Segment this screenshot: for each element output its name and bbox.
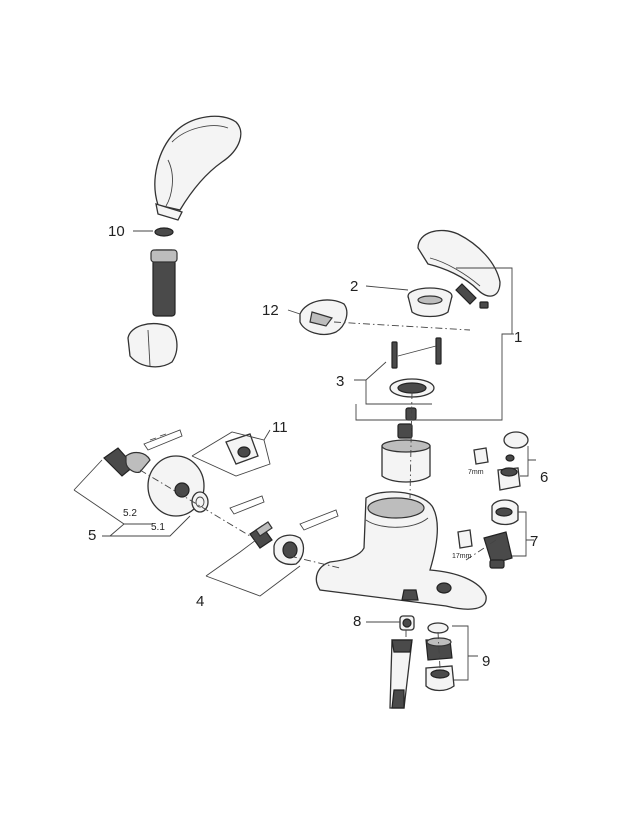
hose-holder: [127, 323, 178, 368]
connection-elbow: [103, 447, 151, 477]
leader-lines: [73, 230, 536, 681]
assembly-axes: [139, 321, 497, 669]
mixer-body: [315, 491, 487, 610]
button-6: [497, 431, 529, 491]
eccentric-4: [249, 521, 273, 549]
label-5: 5: [88, 527, 96, 544]
aerator-8: [399, 615, 415, 631]
tool-17mm: [457, 529, 473, 549]
cap-12: [299, 299, 348, 336]
label-7mm: 7mm: [468, 469, 484, 476]
screws-3: [391, 337, 442, 369]
label-8: 8: [353, 613, 361, 630]
retaining-ring: [389, 378, 435, 421]
shower-hose: [150, 249, 178, 317]
label-5-2: 5.2: [123, 508, 137, 519]
nut-5: [191, 491, 209, 513]
label-10: 10: [108, 223, 125, 240]
adapter-11: [225, 433, 259, 465]
label-12: 12: [262, 302, 279, 319]
cover-cap-2: [407, 287, 453, 318]
label-1: 1: [514, 329, 522, 346]
hand-shower: [154, 115, 242, 221]
cartridge: [381, 423, 431, 483]
label-3: 3: [336, 373, 344, 390]
label-4: 4: [196, 593, 204, 610]
label-7: 7: [530, 533, 538, 550]
label-9: 9: [482, 653, 490, 670]
valve-7: [483, 499, 519, 569]
diverter-9: [425, 622, 455, 692]
tool-symbol-5: [143, 429, 183, 451]
label-11: 11: [272, 419, 288, 436]
lever-handle: [417, 229, 501, 309]
nut-4: [273, 534, 305, 566]
label-2: 2: [350, 278, 358, 295]
tool-symbols-4: [229, 495, 339, 531]
label-17mm: 17mm: [452, 553, 472, 560]
label-6: 6: [540, 469, 548, 486]
wall-rosette-5-1: [147, 455, 205, 517]
washer-10: [154, 227, 174, 237]
label-5-1: 5.1: [151, 522, 165, 533]
tool-7mm: [473, 447, 489, 465]
spout-pipe: [389, 639, 413, 709]
